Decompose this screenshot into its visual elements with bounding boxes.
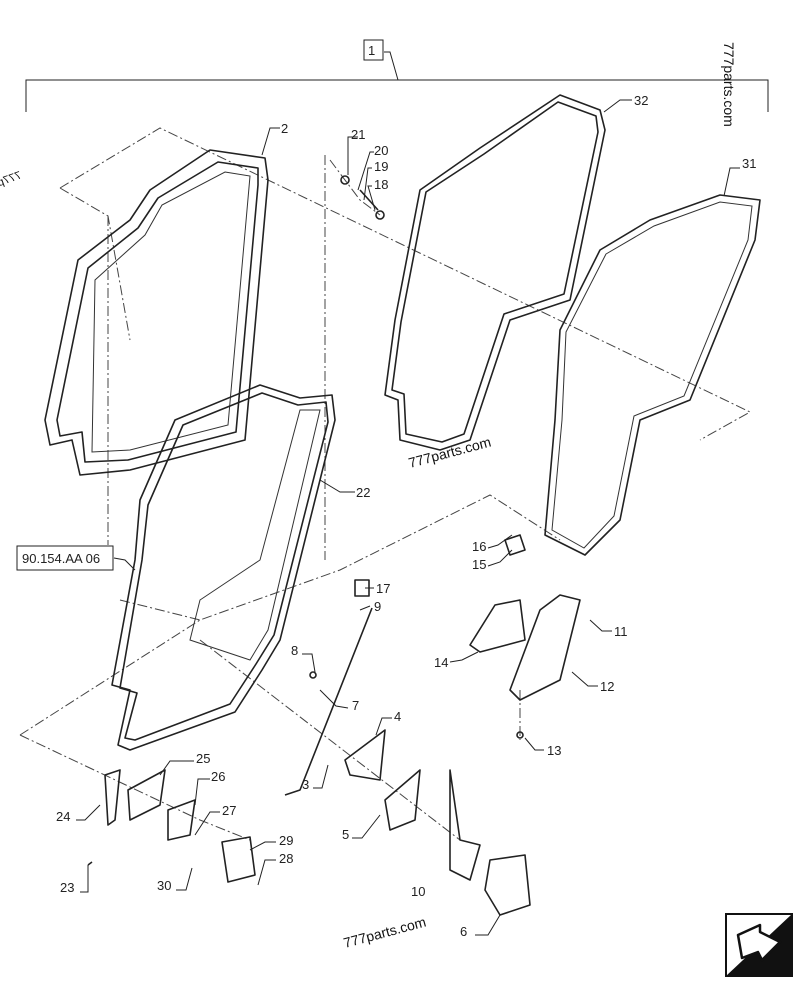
callout-23: 23: [60, 880, 74, 895]
callout-7: 7: [352, 698, 359, 713]
callout-26: 26: [211, 769, 225, 784]
callout-27: 27: [222, 803, 236, 818]
next-page-arrow-icon[interactable]: [725, 913, 793, 977]
callout-6: 6: [460, 924, 467, 939]
callout-15: 15: [472, 557, 486, 572]
part-32-seal: [384, 94, 606, 451]
assembly-bracket: [25, 39, 769, 112]
leader-lines: [76, 99, 740, 936]
callout-5: 5: [342, 827, 349, 842]
callout-28: 28: [279, 851, 293, 866]
callout-24: 24: [56, 809, 70, 824]
callout-11: 11: [614, 624, 628, 639]
callout-assembly: 1: [368, 43, 375, 58]
reference-link[interactable]: 90.154.AA 06: [16, 545, 114, 571]
callout-10: 10: [411, 884, 425, 899]
callout-13: 13: [547, 743, 561, 758]
callouts: 1 2 21 20 19 18 32 31 22 17 9 16 15 11 1…: [56, 43, 756, 939]
watermark: 777parts.com: [721, 42, 737, 127]
callout-29: 29: [279, 833, 293, 848]
reference-label[interactable]: 90.154.AA 06: [22, 551, 100, 566]
callout-20: 20: [374, 143, 388, 158]
callout-31: 31: [742, 156, 756, 171]
callout-16: 16: [472, 539, 486, 554]
callout-21: 21: [351, 127, 365, 142]
callout-18: 18: [374, 177, 388, 192]
callout-8: 8: [291, 643, 298, 658]
callout-17: 17: [376, 581, 390, 596]
callout-22: 22: [356, 485, 370, 500]
part-2-door-frame: [44, 149, 269, 476]
part-31-glass: [544, 194, 761, 556]
callout-30: 30: [157, 878, 171, 893]
callout-32: 32: [634, 93, 648, 108]
callout-12: 12: [600, 679, 614, 694]
callout-25: 25: [196, 751, 210, 766]
callout-2: 2: [281, 121, 288, 136]
watermark: 777pa: [0, 170, 23, 192]
callout-9: 9: [374, 599, 381, 614]
part-22-door: [111, 384, 336, 751]
callout-4: 4: [394, 709, 401, 724]
callout-19: 19: [374, 159, 388, 174]
callout-14: 14: [434, 655, 448, 670]
hardware: [87, 175, 581, 916]
watermark: 777parts.com: [342, 913, 428, 950]
callout-3: 3: [302, 777, 309, 792]
